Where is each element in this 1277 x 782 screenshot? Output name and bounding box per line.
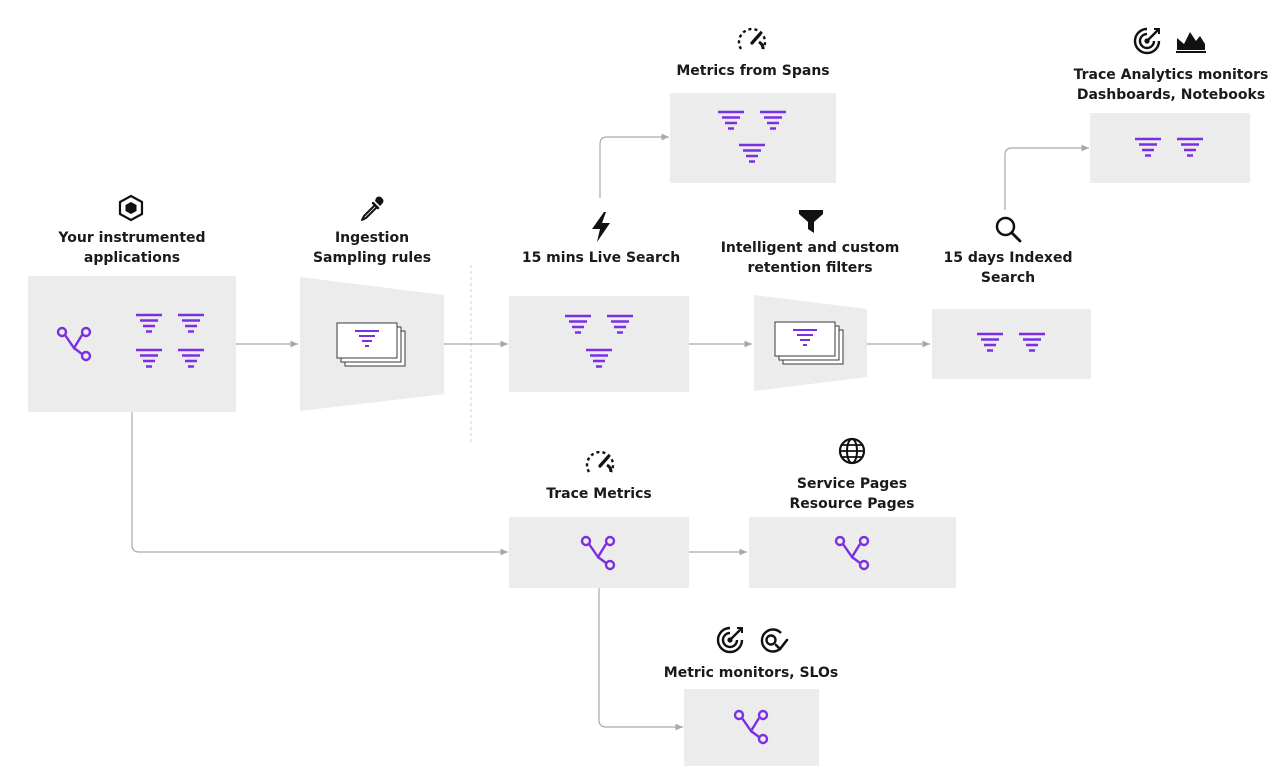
span-icon <box>586 348 612 368</box>
metrics-spans-label-line-1: Metrics from Spans <box>676 63 830 79</box>
apps-box <box>28 276 236 412</box>
analytics-label-line-2: Dashboards, Notebooks <box>1076 87 1266 103</box>
span-icon <box>178 348 204 368</box>
span-icon <box>718 110 744 130</box>
indexed-label-line-2: Search <box>980 270 1036 286</box>
apps-label-line-1: Your instrumented <box>58 230 206 246</box>
span-icon <box>607 314 633 334</box>
gauge-icon <box>585 450 615 473</box>
monitors-label: Metric monitors, SLOs <box>651 663 851 683</box>
ingestion-label-line-2: Sampling rules <box>312 250 432 266</box>
pipette-icon <box>361 196 384 221</box>
apps-label-line-2: applications <box>83 250 181 266</box>
metrics-spans-box <box>670 93 836 183</box>
globe-icon <box>838 437 866 465</box>
span-icon <box>1177 137 1203 157</box>
service-pages-label: Service Pages Resource Pages <box>767 474 937 514</box>
service-graph-icon <box>834 535 870 571</box>
monitor-target-icon <box>716 626 744 654</box>
analytics-box <box>1090 113 1250 183</box>
span-icon <box>1019 332 1045 352</box>
indexed-label: 15 days Indexed Search <box>928 248 1088 288</box>
service-graph-icon <box>733 709 769 745</box>
indexed-search-box <box>932 309 1091 379</box>
trace-metrics-label-line-1: Trace Metrics <box>546 486 652 502</box>
live-search-label: 15 mins Live Search <box>511 248 691 268</box>
gauge-icon <box>737 27 767 50</box>
connector-apps-tracemetrics <box>131 412 508 556</box>
ingestion-label-line-1: Ingestion <box>334 230 410 246</box>
ingestion-label: Ingestion Sampling rules <box>297 228 447 268</box>
span-icon <box>178 313 204 333</box>
indexed-label-line-1: 15 days Indexed <box>943 250 1073 266</box>
span-stack-icon <box>774 321 844 365</box>
span-icon <box>739 143 765 163</box>
analytics-label-line-1: Trace Analytics monitors <box>1073 67 1269 83</box>
metrics-spans-label: Metrics from Spans <box>663 61 843 81</box>
monitors-label-line-1: Metric monitors, SLOs <box>663 665 839 681</box>
retention-label: Intelligent and custom retention filters <box>710 238 910 278</box>
area-chart-icon <box>1176 32 1206 53</box>
span-stack-icon <box>336 322 406 367</box>
live-search-label-line-1: 15 mins Live Search <box>521 250 681 266</box>
service-pages-box <box>749 517 956 588</box>
trace-metrics-box <box>509 517 689 588</box>
span-icon <box>760 110 786 130</box>
trace-metrics-label: Trace Metrics <box>519 484 679 504</box>
slo-icon <box>760 628 789 653</box>
monitors-box <box>684 689 819 766</box>
analytics-label: Trace Analytics monitors Dashboards, Not… <box>1071 65 1271 105</box>
span-icon <box>136 313 162 333</box>
service-pages-label-line-2: Resource Pages <box>789 496 915 512</box>
hexagon-icon <box>118 194 144 222</box>
span-icon <box>565 314 591 334</box>
connector-live-spans <box>599 133 669 198</box>
connector-tracemetrics-monitors <box>598 588 683 731</box>
retention-box <box>754 295 867 391</box>
service-pages-label-line-1: Service Pages <box>796 476 908 492</box>
ingestion-box <box>300 277 444 411</box>
connector-indexed-analytics <box>1004 144 1089 210</box>
search-icon <box>995 216 1022 243</box>
live-search-box <box>509 296 689 392</box>
service-graph-icon <box>56 326 92 362</box>
span-icon <box>136 348 162 368</box>
apps-label: Your instrumented applications <box>32 228 232 268</box>
service-graph-icon <box>580 535 616 571</box>
span-icon <box>1135 137 1161 157</box>
retention-label-line-1: Intelligent and custom <box>720 240 900 256</box>
monitor-target-icon <box>1133 27 1161 55</box>
retention-label-line-2: retention filters <box>747 260 873 276</box>
span-icon <box>977 332 1003 352</box>
funnel-icon <box>799 210 823 233</box>
bolt-icon <box>592 212 610 242</box>
